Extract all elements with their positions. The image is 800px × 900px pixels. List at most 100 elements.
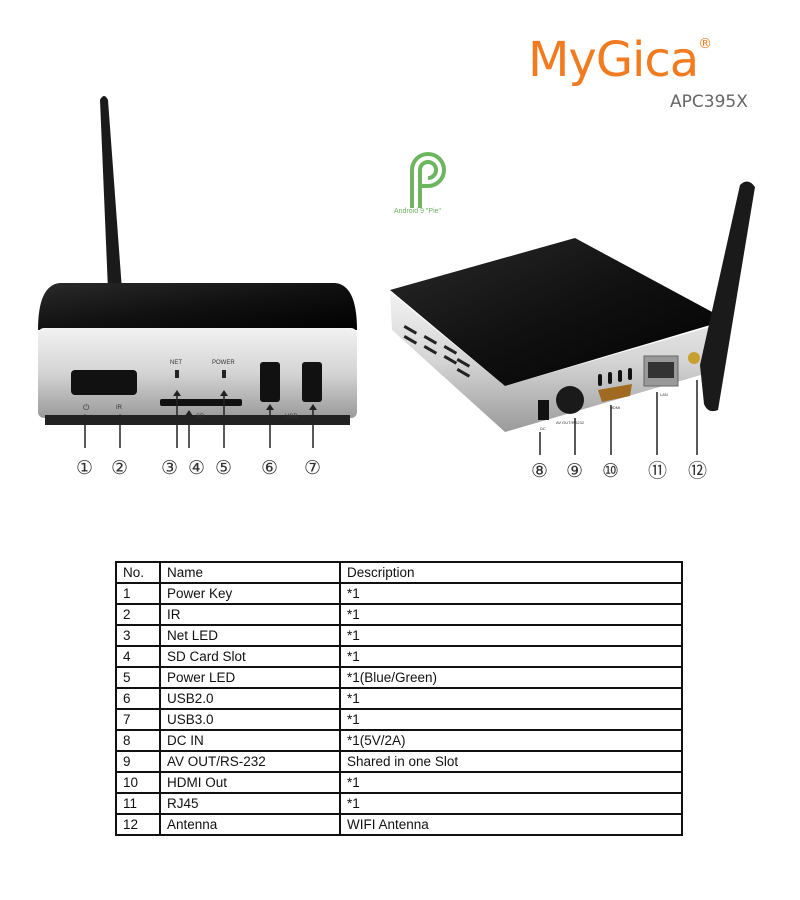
- cell-no: 5: [115, 666, 161, 689]
- antenna-connector: [688, 352, 700, 364]
- brand-logo: MyGica®: [528, 32, 712, 88]
- cell-name: RJ45: [159, 792, 341, 815]
- callout-1: ①: [76, 457, 93, 479]
- cell-name: SD Card Slot: [159, 645, 341, 668]
- rear-view-device: DC AV OUT/RS232 HDMI LAN: [390, 181, 755, 455]
- cell-no: 12: [115, 813, 161, 836]
- callout-9: ⑨: [566, 460, 583, 482]
- antenna: [100, 96, 122, 290]
- front-callouts: ① ② ③ ④ ⑤ ⑥ ⑦: [76, 457, 321, 479]
- cell-no: 6: [115, 687, 161, 710]
- registered-mark: ®: [698, 36, 712, 52]
- cell-name: Antenna: [159, 813, 341, 836]
- cell-description: *1: [339, 624, 683, 647]
- callout-3: ③: [161, 457, 178, 479]
- product-illustration: ⏻ IR NET POWER SD USB ① ② ③ ④ ⑤ ⑥ ⑦: [38, 96, 755, 482]
- cell-name: USB3.0: [159, 708, 341, 731]
- callout-6: ⑥: [261, 457, 278, 479]
- cell-name: IR: [159, 603, 341, 626]
- power-led: [222, 370, 226, 378]
- rear-callouts: ⑧ ⑨ ⑩ ⑪ ⑫: [531, 460, 707, 482]
- cell-no: 3: [115, 624, 161, 647]
- cell-name: Net LED: [159, 624, 341, 647]
- cell-description: *1: [339, 771, 683, 794]
- cell-name: DC IN: [159, 729, 341, 752]
- cell-no: 2: [115, 603, 161, 626]
- cell-no: 1: [115, 582, 161, 605]
- cell-description: *1: [339, 603, 683, 626]
- power-label: POWER: [212, 360, 235, 366]
- cell-name: Power LED: [159, 666, 341, 689]
- cell-no: 11: [115, 792, 161, 815]
- usb-port-1: [260, 362, 280, 402]
- android-version-label: Android 9 "Pie": [394, 208, 441, 215]
- dc-port: [538, 400, 549, 420]
- sd-label: SD: [196, 414, 205, 420]
- cell-no: 9: [115, 750, 161, 773]
- av-label: AV OUT/RS232: [556, 420, 585, 425]
- cell-description: *1(5V/2A): [339, 729, 683, 752]
- cell-description: *1: [339, 582, 683, 605]
- cell-no: 10: [115, 771, 161, 794]
- hdmi-label: HDMI: [610, 405, 620, 410]
- cell-description: *1(Blue/Green): [339, 666, 683, 689]
- cell-description: Shared in one Slot: [339, 750, 683, 773]
- sd-slot: [160, 399, 242, 406]
- power-ir-window: [71, 370, 137, 395]
- hdmi-port: [598, 384, 632, 402]
- ir-label: IR: [116, 405, 123, 411]
- android-pie-logo-icon: [410, 152, 446, 208]
- cell-name: Power Key: [159, 582, 341, 605]
- callout-8: ⑧: [531, 460, 548, 482]
- model-number: APC395X: [670, 92, 748, 112]
- cell-description: *1: [339, 792, 683, 815]
- callout-2: ②: [111, 457, 128, 479]
- lan-label: LAN: [660, 392, 668, 397]
- net-label: NET: [170, 360, 182, 366]
- cell-description: *1: [339, 708, 683, 731]
- net-led: [175, 370, 179, 378]
- antenna: [700, 181, 755, 412]
- cell-name: AV OUT/RS-232: [159, 750, 341, 773]
- usb-label: USB: [285, 414, 297, 420]
- table-header-row: No. Name Description: [115, 561, 683, 584]
- av-port: [556, 386, 584, 414]
- dc-label: DC: [540, 426, 546, 431]
- callout-7: ⑦: [304, 457, 321, 479]
- cell-name: HDMI Out: [159, 771, 341, 794]
- cell-description: WIFI Antenna: [339, 813, 683, 836]
- callout-10: ⑩: [602, 460, 619, 482]
- column-header-description: Description: [339, 561, 683, 584]
- cell-description: *1: [339, 687, 683, 710]
- cell-name: USB2.0: [159, 687, 341, 710]
- front-view-device: ⏻ IR NET POWER SD USB: [38, 96, 357, 448]
- callout-4: ④: [188, 457, 205, 479]
- callout-11: ⑪: [648, 460, 667, 482]
- column-header-no: No.: [115, 561, 161, 584]
- callout-5: ⑤: [215, 457, 232, 479]
- cell-description: *1: [339, 645, 683, 668]
- cell-no: 7: [115, 708, 161, 731]
- usb-port-2: [302, 362, 322, 402]
- rear-callout-arrows: [539, 380, 698, 455]
- power-symbol-icon: ⏻: [83, 403, 90, 412]
- brand-name: MyGica: [528, 32, 699, 88]
- column-header-name: Name: [159, 561, 341, 584]
- front-callout-arrows: [84, 392, 314, 448]
- callout-12: ⑫: [688, 460, 707, 482]
- cell-no: 8: [115, 729, 161, 752]
- cell-no: 4: [115, 645, 161, 668]
